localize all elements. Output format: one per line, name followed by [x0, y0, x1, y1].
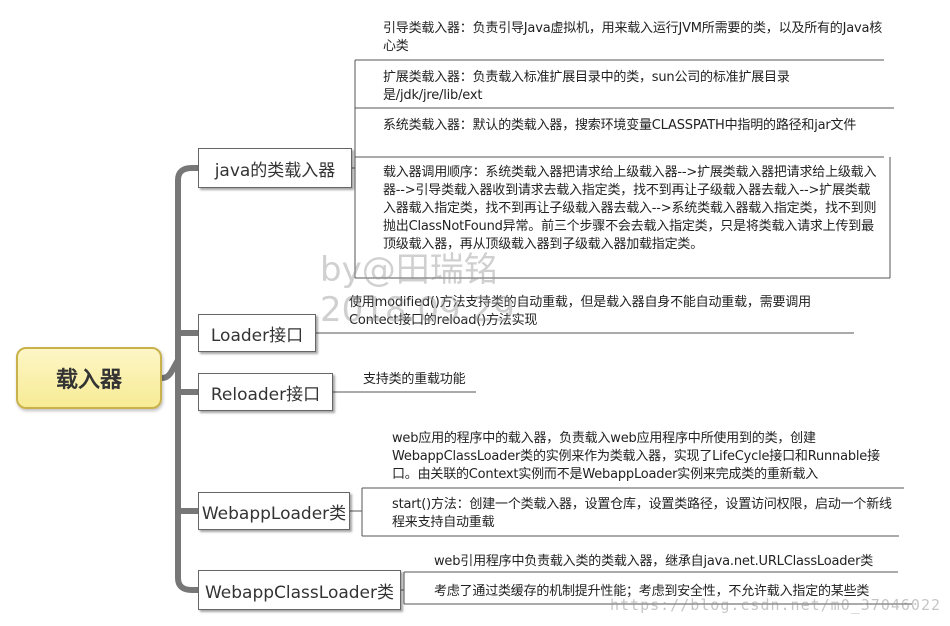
leaf-webapploader-desc[interactable]: web应用的程序中的载入器，负责载入web应用程序中所使用到的类，创建Webap… [392, 431, 880, 482]
root-label: 载入器 [55, 368, 122, 393]
csdn-watermark: https://blog.csdn.net/m0_37046022 [610, 596, 942, 614]
branch-webappclassloader-class[interactable]: WebappClassLoader类 [198, 570, 401, 610]
branch-loader-interface[interactable]: Loader接口 [198, 314, 316, 352]
branch-label: java的类载入器 [214, 160, 336, 181]
leaf-loader-order[interactable]: 载入器调用顺序：系统类载入器把请求给上级载入器-->扩展类载入器把请求给上级载入… [383, 165, 877, 252]
branch-label: WebappLoader类 [201, 503, 347, 524]
leaf-webappclassloader-desc[interactable]: web引用程序中负责载入类的类载入器，继承自java.net.URLClassL… [434, 554, 874, 569]
leaf-bootstrap-loader[interactable]: 引导类载入器：负责引导Java虚拟机，用来载入运行JVM所需要的类，以及所有的J… [383, 21, 883, 54]
branch-label: Reloader接口 [210, 384, 321, 405]
branch-reloader-interface[interactable]: Reloader接口 [198, 373, 333, 411]
branch-label: Loader接口 [210, 325, 304, 346]
branch-label: WebappClassLoader类 [204, 582, 395, 603]
leaf-webapploader-start[interactable]: start()方法：创建一个类载入器，设置仓库，设置类路径，设置访问权限，启动一… [392, 497, 892, 530]
leaf-reloader-desc[interactable]: 支持类的重载功能 [363, 372, 466, 387]
leaf-system-loader[interactable]: 系统类载入器：默认的类载入器，搜索环境变量CLASSPATH中指明的路径和jar… [383, 118, 857, 133]
leaf-webappclassloader-perf[interactable]: 考虑了通过类缓存的机制提升性能；考虑到安全性，不允许载入指定的某些类 [434, 584, 870, 599]
leaf-extension-loader[interactable]: 扩展类载入器：负责载入标准扩展目录中的类，sun公司的标准扩展目录是/jdk/j… [383, 70, 790, 103]
branch-webapploader-class[interactable]: WebappLoader类 [198, 492, 350, 530]
branch-java-class-loader[interactable]: java的类载入器 [198, 148, 352, 188]
root-node[interactable]: 载入器 [16, 347, 162, 409]
leaf-loader-reload[interactable]: 使用modified()方法支持类的自动重载，但是载入器自身不能自动重载，需要调… [349, 295, 811, 328]
